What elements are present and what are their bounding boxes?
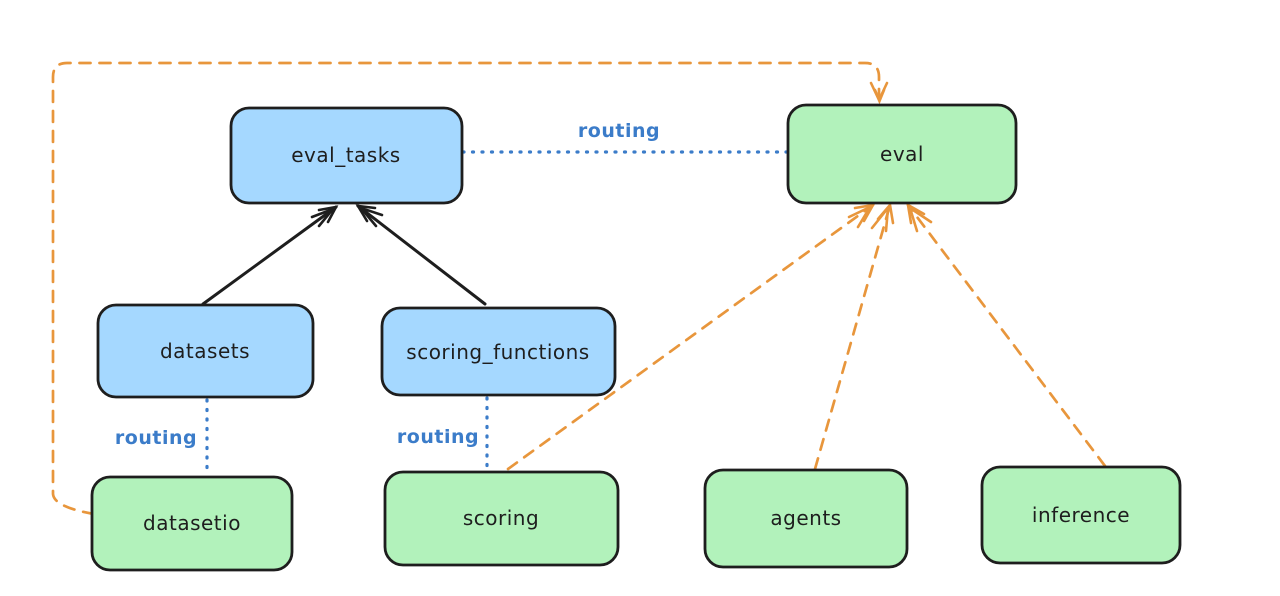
node-eval: eval (786, 103, 1018, 205)
arrowhead-datasetio-eval-inner-icon (873, 88, 886, 105)
edge-scoring-to-eval (506, 203, 875, 471)
node-datasetio-label: datasetio (143, 511, 241, 535)
edge-scoring-functions-to-eval-tasks (356, 204, 487, 306)
arrowhead-datasets-eval-tasks-inner-icon (310, 206, 338, 228)
node-agents-box (703, 468, 909, 569)
node-scoring-label: scoring (463, 506, 539, 530)
node-inference-box (980, 465, 1182, 565)
node-scoring-functions-box (380, 306, 617, 397)
arrowhead-scoring-eval-icon (853, 203, 876, 223)
node-eval-tasks-box (229, 106, 464, 205)
node-scoring-box (383, 470, 620, 567)
node-eval-tasks-label: eval_tasks (291, 143, 400, 167)
node-datasets-label: datasets (160, 339, 250, 363)
node-scoring-functions-label: scoring_functions (406, 340, 589, 364)
node-agents-label: agents (770, 506, 841, 530)
node-datasets-box (96, 303, 315, 399)
routing-label-top: routing (578, 120, 660, 142)
node-datasetio: datasetio (90, 475, 294, 572)
arrowhead-agents-eval-icon (876, 202, 895, 225)
node-scoring-functions: scoring_functions (380, 306, 617, 397)
routing-label-datasets: routing (115, 427, 197, 449)
node-eval-box (786, 103, 1018, 205)
node-eval-tasks: eval_tasks (229, 106, 464, 205)
node-datasetio-box (90, 475, 294, 572)
node-inference: inference (980, 465, 1182, 565)
arrowhead-inference-eval-inner-icon (907, 204, 933, 233)
edge-datasets-to-eval-tasks (201, 205, 338, 306)
node-eval-label: eval (880, 142, 924, 166)
arrowhead-scoring-eval-inner-icon (847, 203, 874, 229)
node-agents: agents (703, 468, 909, 569)
node-datasets: datasets (96, 303, 315, 399)
routing-label-scoring: routing (397, 426, 479, 448)
node-scoring: scoring (383, 470, 620, 567)
arrowhead-scoring-functions-eval-tasks-inner-icon (357, 205, 384, 228)
node-inference-label: inference (1032, 503, 1130, 527)
edge-inference-to-eval (906, 203, 1107, 468)
arrowhead-agents-eval-inner-icon (870, 203, 890, 233)
edge-agents-to-eval (813, 203, 892, 471)
arrowhead-inference-eval-icon (906, 202, 926, 225)
